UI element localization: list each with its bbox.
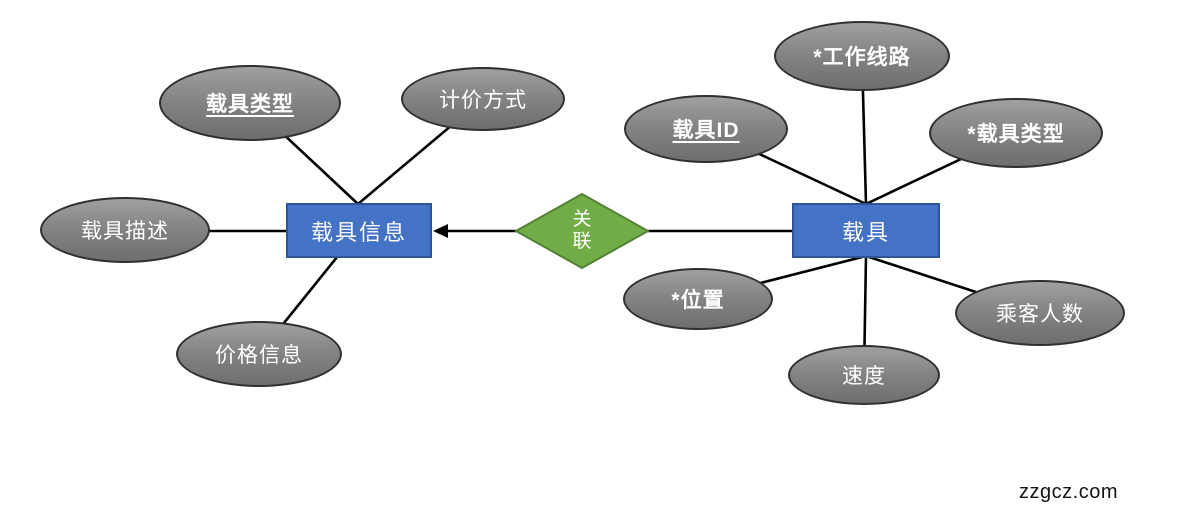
attribute-ellipse-vehicle-description: 载具描述: [40, 197, 210, 263]
attribute-label: 乘客人数: [996, 303, 1084, 326]
entity-label: 载具信息: [310, 219, 407, 245]
attribute-ellipse-vehicle-id: 载具ID: [624, 95, 788, 163]
relationship-label-container: 关联: [558, 199, 606, 263]
attribute-label: 载具ID: [672, 119, 740, 142]
attribute-ellipse-vehicle-type-left: 载具类型: [159, 65, 341, 141]
attribute-ellipse-vehicle-type-right: *载具类型: [929, 98, 1103, 168]
attribute-ellipse-passenger-count: 乘客人数: [955, 280, 1125, 346]
entity-vehicle-info: 载具信息: [286, 203, 432, 258]
attribute-label: 载具类型: [206, 93, 294, 116]
attribute-label: 载具描述: [81, 220, 169, 243]
attribute-label: *工作线路: [813, 46, 911, 69]
relationship-diamond: [513, 192, 651, 270]
attribute-label: *位置: [671, 289, 725, 312]
relationship-label: 关联: [572, 209, 592, 252]
entity-label: 载具: [841, 219, 890, 245]
entity-vehicle: 载具: [792, 203, 940, 258]
attribute-label: 速度: [842, 365, 886, 388]
attribute-ellipse-work-route: *工作线路: [774, 21, 950, 91]
attribute-ellipse-pricing-method: 计价方式: [401, 67, 565, 131]
attribute-ellipse-position: *位置: [623, 268, 773, 330]
arrowhead-icon: [433, 224, 448, 238]
attribute-label: 计价方式: [439, 89, 527, 112]
attribute-label: 价格信息: [215, 344, 303, 367]
attribute-ellipse-price-info: 价格信息: [176, 321, 342, 387]
attribute-label: *载具类型: [967, 123, 1065, 146]
attribute-ellipse-speed: 速度: [788, 345, 940, 405]
watermark-text: zzgcz.com: [1019, 481, 1118, 503]
